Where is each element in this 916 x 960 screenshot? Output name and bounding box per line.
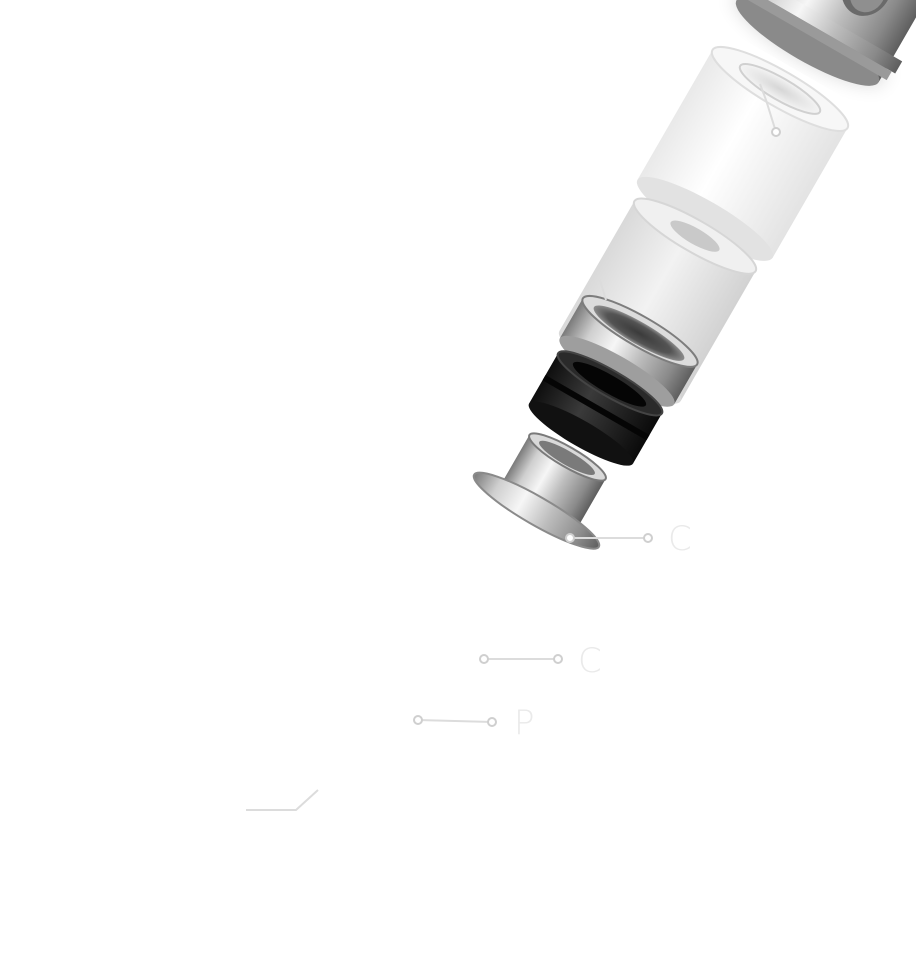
leader-line-seal [417,719,493,723]
base-connector-part [472,432,607,550]
callout-dot-seal-start [413,715,423,725]
rubber-seal-part [528,350,664,466]
callout-dot-cap [771,127,781,137]
callout-label-seal: P [514,703,535,743]
steel-ring-part [559,294,699,407]
callout-dot-cotton-end [643,533,653,543]
callout-dot-seal-end [487,717,497,727]
callout-dot-ring-start [479,654,489,664]
ceramic-sleeve-part [636,45,850,261]
callout-label-ring: C [578,641,602,681]
callout-dot-ring-end [553,654,563,664]
leader-line-base [246,789,319,811]
leader-line-cap [759,83,777,133]
top-cap-part [734,0,916,86]
callout-label-cotton: C [668,519,692,559]
leader-line-ceramic [599,279,607,301]
callout-dot-cotton-start [565,533,575,543]
